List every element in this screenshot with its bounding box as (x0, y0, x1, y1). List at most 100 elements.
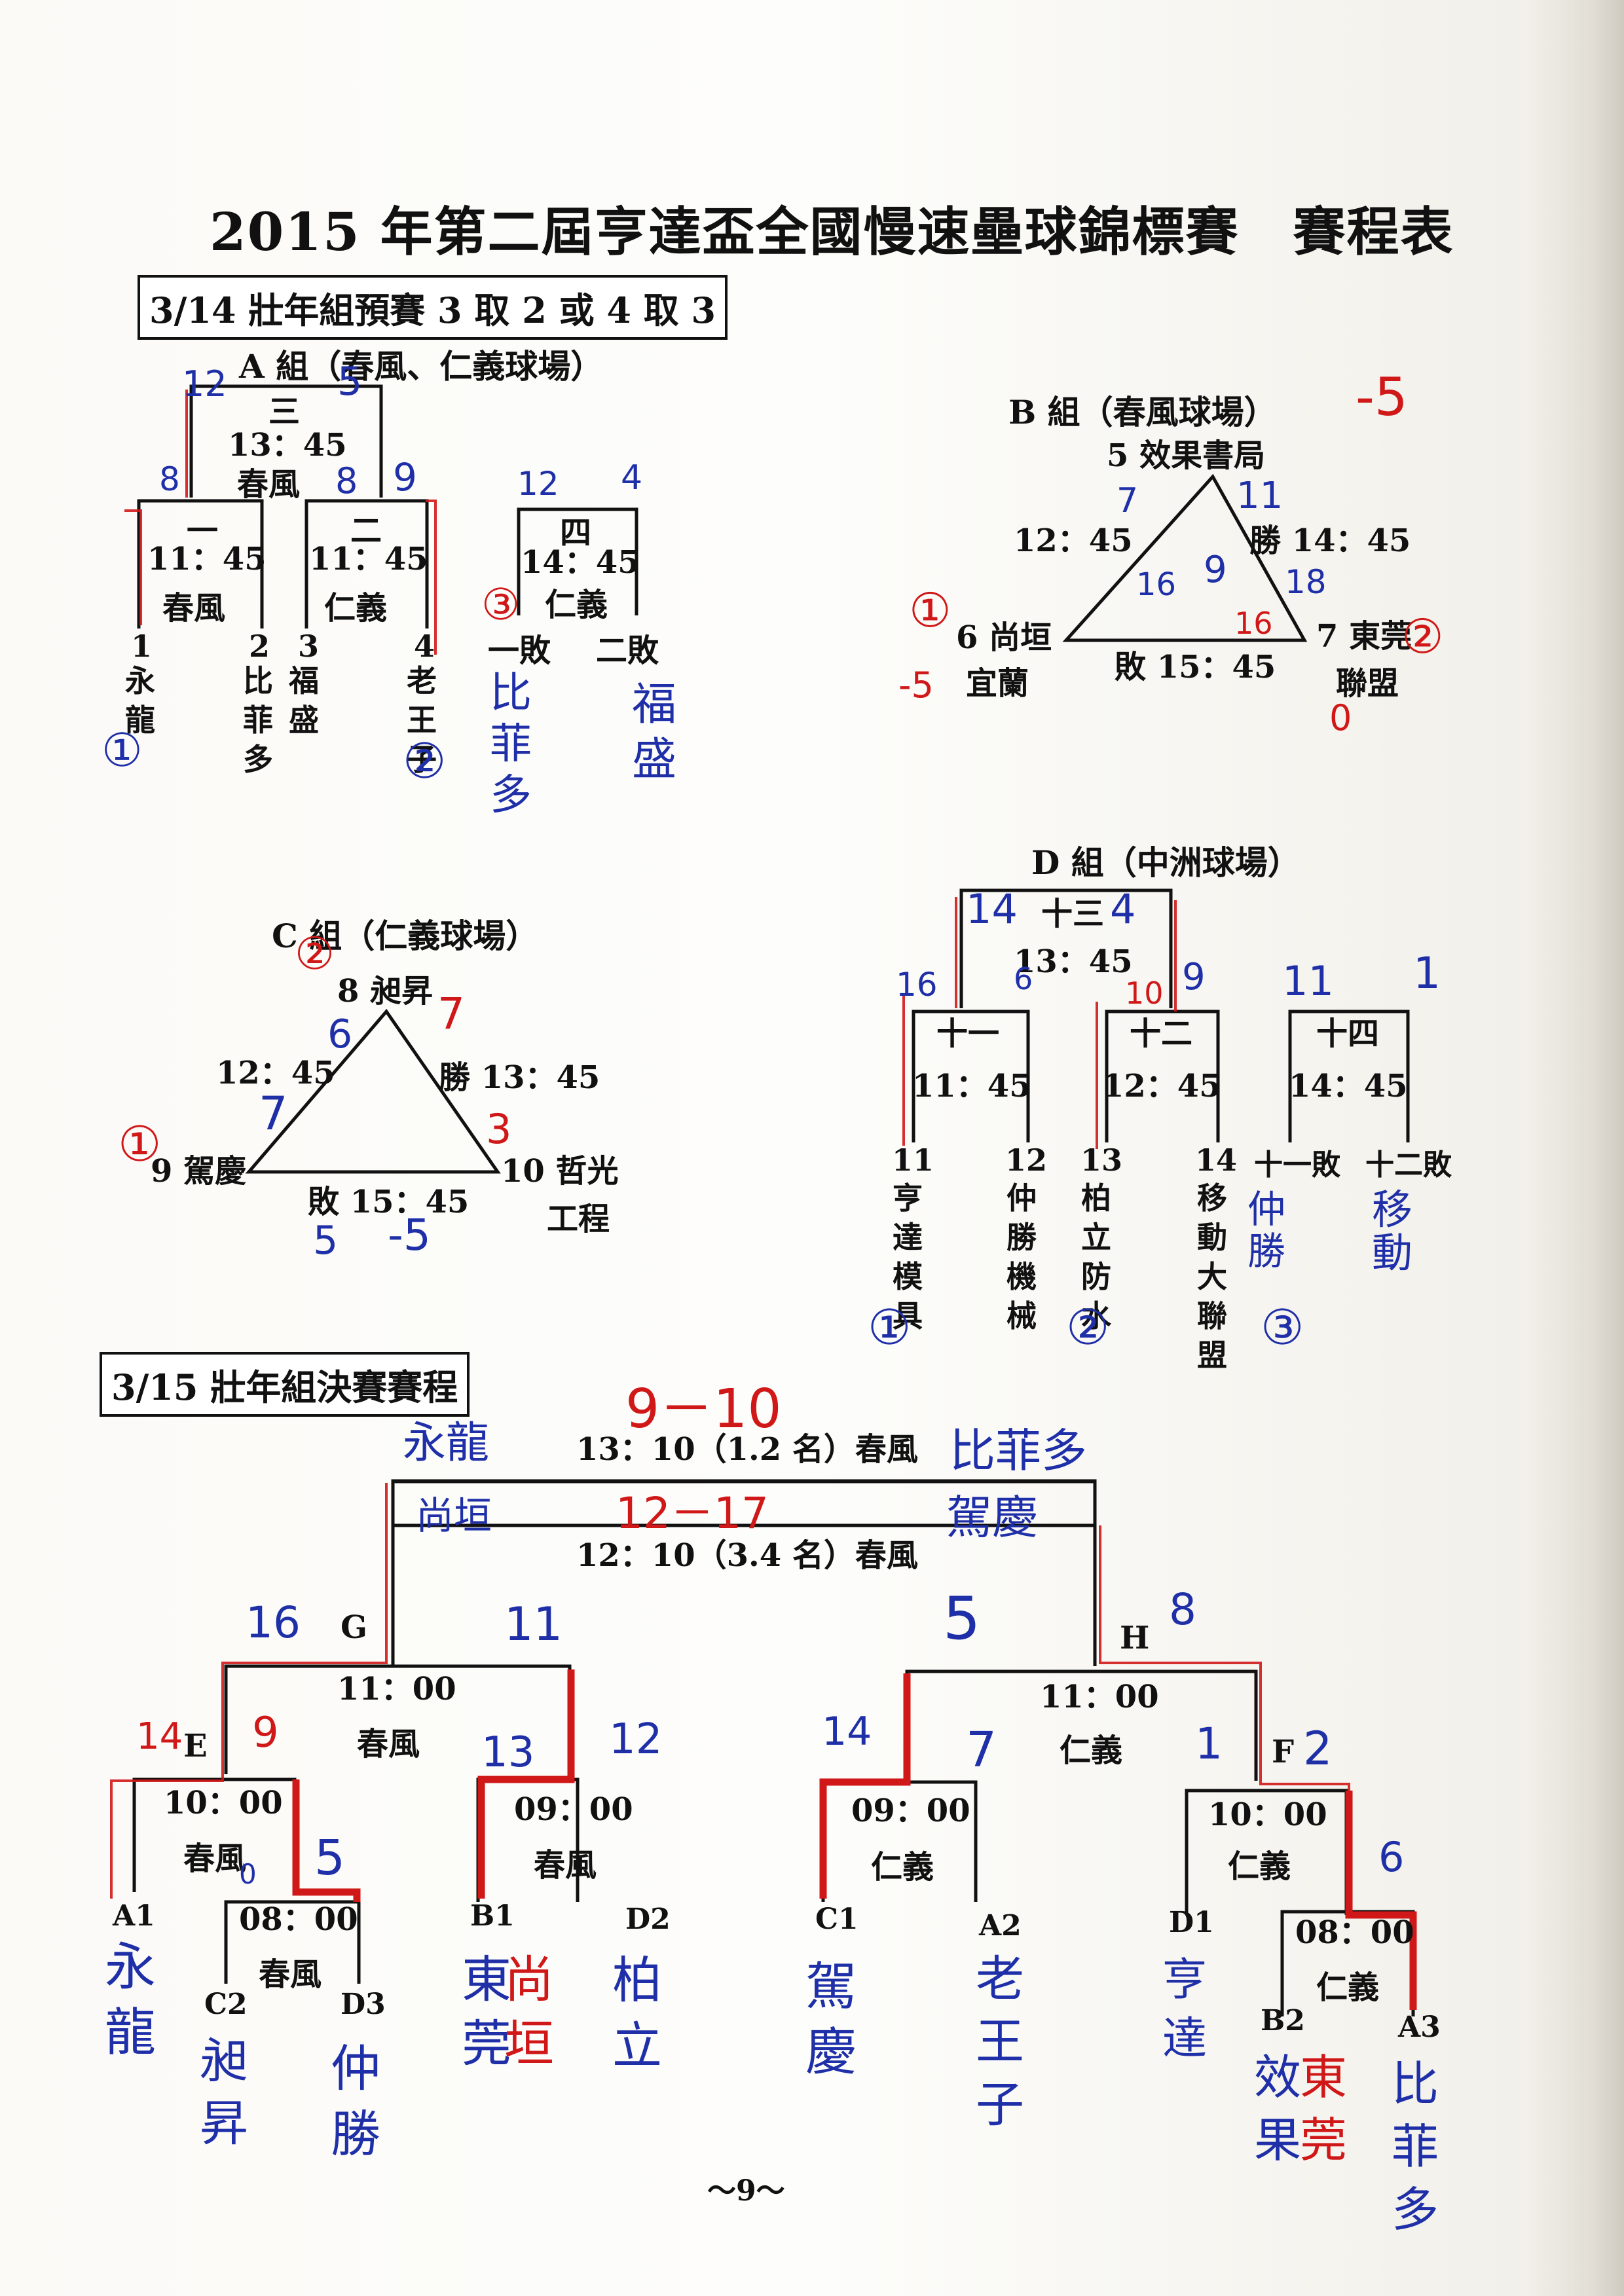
match-f-venue: 仁義 (1228, 1848, 1291, 1885)
hw-d-score-1: 1 (1413, 948, 1441, 998)
group-a-game1-num: 一 (187, 513, 219, 549)
hw-c-score-6: 6 (327, 1011, 353, 1057)
hw-c-score-7: 7 (437, 989, 465, 1039)
group-d-game14-num: 十四 (1316, 1015, 1380, 1052)
hw-d-rank1: ① (868, 1300, 912, 1356)
match-h-time: 11：00 (1040, 1679, 1159, 1715)
group-d-team11-no: 11 (892, 1142, 934, 1178)
group-a-team3-no: 3 (298, 629, 320, 664)
hw-d-rank2: ② (1066, 1300, 1110, 1356)
hw-f-name-shangyuan: 尚垣 (416, 1493, 492, 1538)
hw-b-s3: 16 (1136, 566, 1177, 603)
group-a-game2-venue: 仁義 (324, 590, 388, 627)
match-0900-spring-time: 09：00 (514, 1791, 633, 1828)
hw-slot-a1-name: 永龍 (105, 1938, 157, 2062)
group-a-game2-time: 11：45 (309, 541, 428, 577)
group-a-team2-name: 比菲多 (243, 663, 273, 777)
hw-f-score-14: 14 (136, 1715, 183, 1758)
slot-a2: A2 (979, 1909, 1022, 1942)
slot-b1: B1 (470, 1899, 515, 1933)
hw-slot-d2-name: 柏立 (612, 1951, 662, 2075)
hw-c-score-5: 5 (313, 1218, 339, 1264)
match-0900-renyi-time: 09：00 (851, 1793, 970, 1829)
group-b-left-team: 6 尚垣 (956, 619, 1052, 656)
hw-f-score-5: 5 (943, 1584, 981, 1653)
group-a-game1-venue: 春風 (162, 590, 226, 627)
match-e-time: 10：00 (164, 1785, 283, 1821)
group-a-game3-venue: 春風 (237, 466, 301, 503)
hw-c-neg-5: -5 (388, 1210, 431, 1260)
hw-slot-a3-name: 比菲多 (1392, 2056, 1439, 2237)
hw-f-score-7: 7 (966, 1722, 997, 1778)
slot-a1: A1 (113, 1899, 155, 1933)
match-0900-spring-venue: 春風 (534, 1847, 597, 1884)
hw-d-score-14: 14 (966, 885, 1018, 933)
hw-a-g2-right-score: 9 (393, 455, 417, 500)
hw-b-s1: 7 (1116, 481, 1139, 520)
slot-a3: A3 (1398, 2011, 1441, 2044)
slot-d2: D2 (625, 1903, 671, 1936)
slot-c2: C2 (204, 1988, 248, 2021)
hw-a-top-right: 5 (337, 359, 363, 405)
hw-f-score-9: 9 (252, 1709, 279, 1757)
match-0800-spring-venue: 春風 (259, 1956, 322, 1993)
hw-f-score-2: 2 (1303, 1722, 1333, 1776)
hw-c-rank2: ② (295, 928, 335, 980)
match-0900-renyi-venue: 仁義 (871, 1849, 934, 1886)
match-0800-spring-time: 08：00 (239, 1901, 358, 1938)
match-e-venue: 春風 (183, 1840, 247, 1877)
hw-c-score-7b: 7 (259, 1087, 288, 1140)
hw-slot-d1-name: 亨達 (1162, 1954, 1208, 2065)
hw-f-name-yonglong: 永龍 (403, 1417, 489, 1468)
group-b-time-bottom: 敗 15：45 (1115, 649, 1276, 685)
match-f-time: 10：00 (1208, 1796, 1327, 1833)
group-a-team1-no: 1 (131, 629, 153, 664)
group-a-game3-num: 三 (268, 393, 301, 430)
group-a-team2-no: 2 (249, 629, 270, 664)
group-a-team4-name: 老王子 (407, 663, 437, 777)
hw-d-score-9: 9 (1182, 956, 1206, 998)
group-d-team11-name: 亨達模具 (893, 1180, 923, 1334)
hw-f-score-12: 12 (609, 1715, 663, 1764)
match-g-venue: 春風 (357, 1726, 420, 1762)
hw-a-top-left: 12 (182, 363, 227, 405)
group-a-game3-time: 13：45 (228, 427, 347, 464)
match-0800-renyi-venue: 仁義 (1316, 1969, 1380, 2006)
hw-a-rank3: ③ (481, 579, 521, 630)
group-a-team1-name: 永龍 (125, 663, 155, 738)
group-c-left-team: 9 駕慶 (151, 1153, 247, 1190)
group-c-right-team: 10 哲光 (501, 1153, 619, 1190)
hw-a-g1-score: 8 (159, 460, 180, 498)
group-d-team14-no: 14 (1195, 1142, 1238, 1178)
group-d-game11-num: 十一 (936, 1015, 1000, 1052)
hw-f-score-8: 8 (1169, 1584, 1196, 1635)
group-a-loser2: 二敗 (596, 632, 659, 669)
hw-f-score-11: 11 (504, 1597, 563, 1651)
group-c-top-team: 8 昶昇 (337, 973, 434, 1010)
hw-f-score-6: 6 (1378, 1833, 1405, 1881)
group-a-game4-venue: 仁義 (545, 587, 608, 623)
hw-slot-b2-name-2: 東莞 (1300, 2050, 1348, 2168)
group-a-title: A 組（春風、仁義球場） (239, 347, 604, 386)
prelim-header: 3/14 壯年組預賽 3 取 2 或 4 取 3 (138, 275, 728, 340)
group-d-loser1: 十一敗 (1254, 1148, 1340, 1182)
group-a-game2-num: 二 (350, 513, 382, 549)
hw-b-s5: 18 (1285, 563, 1327, 601)
hw-d-score-11: 11 (1282, 957, 1334, 1005)
group-b-time-right: 勝 14：45 (1249, 522, 1411, 559)
hw-d-score-16: 16 (896, 966, 938, 1004)
hw-slot-a2-name: 老王子 (976, 1951, 1024, 2133)
match-0800-renyi-time: 08：00 (1295, 1914, 1414, 1951)
group-d-game12-num: 十二 (1130, 1015, 1193, 1052)
group-b-right-team-sub: 聯盟 (1336, 665, 1399, 702)
hw-f-name-bifeiduo: 比菲多 (950, 1424, 1087, 1478)
hw-slot-b1-name: 東莞 (462, 1950, 511, 2073)
group-d-game12-time: 12：45 (1102, 1068, 1221, 1104)
hw-b-rank2: ② (1401, 609, 1444, 664)
hw-b-s2: 11 (1236, 475, 1283, 517)
group-d-loser2: 十二敗 (1365, 1148, 1452, 1182)
hw-f-score-0: 0 (239, 1858, 257, 1890)
group-c-right-team-sub: 工程 (547, 1201, 610, 1237)
group-a-loser1: 一敗 (488, 632, 551, 669)
hw-d-score-6: 6 (1014, 961, 1033, 996)
